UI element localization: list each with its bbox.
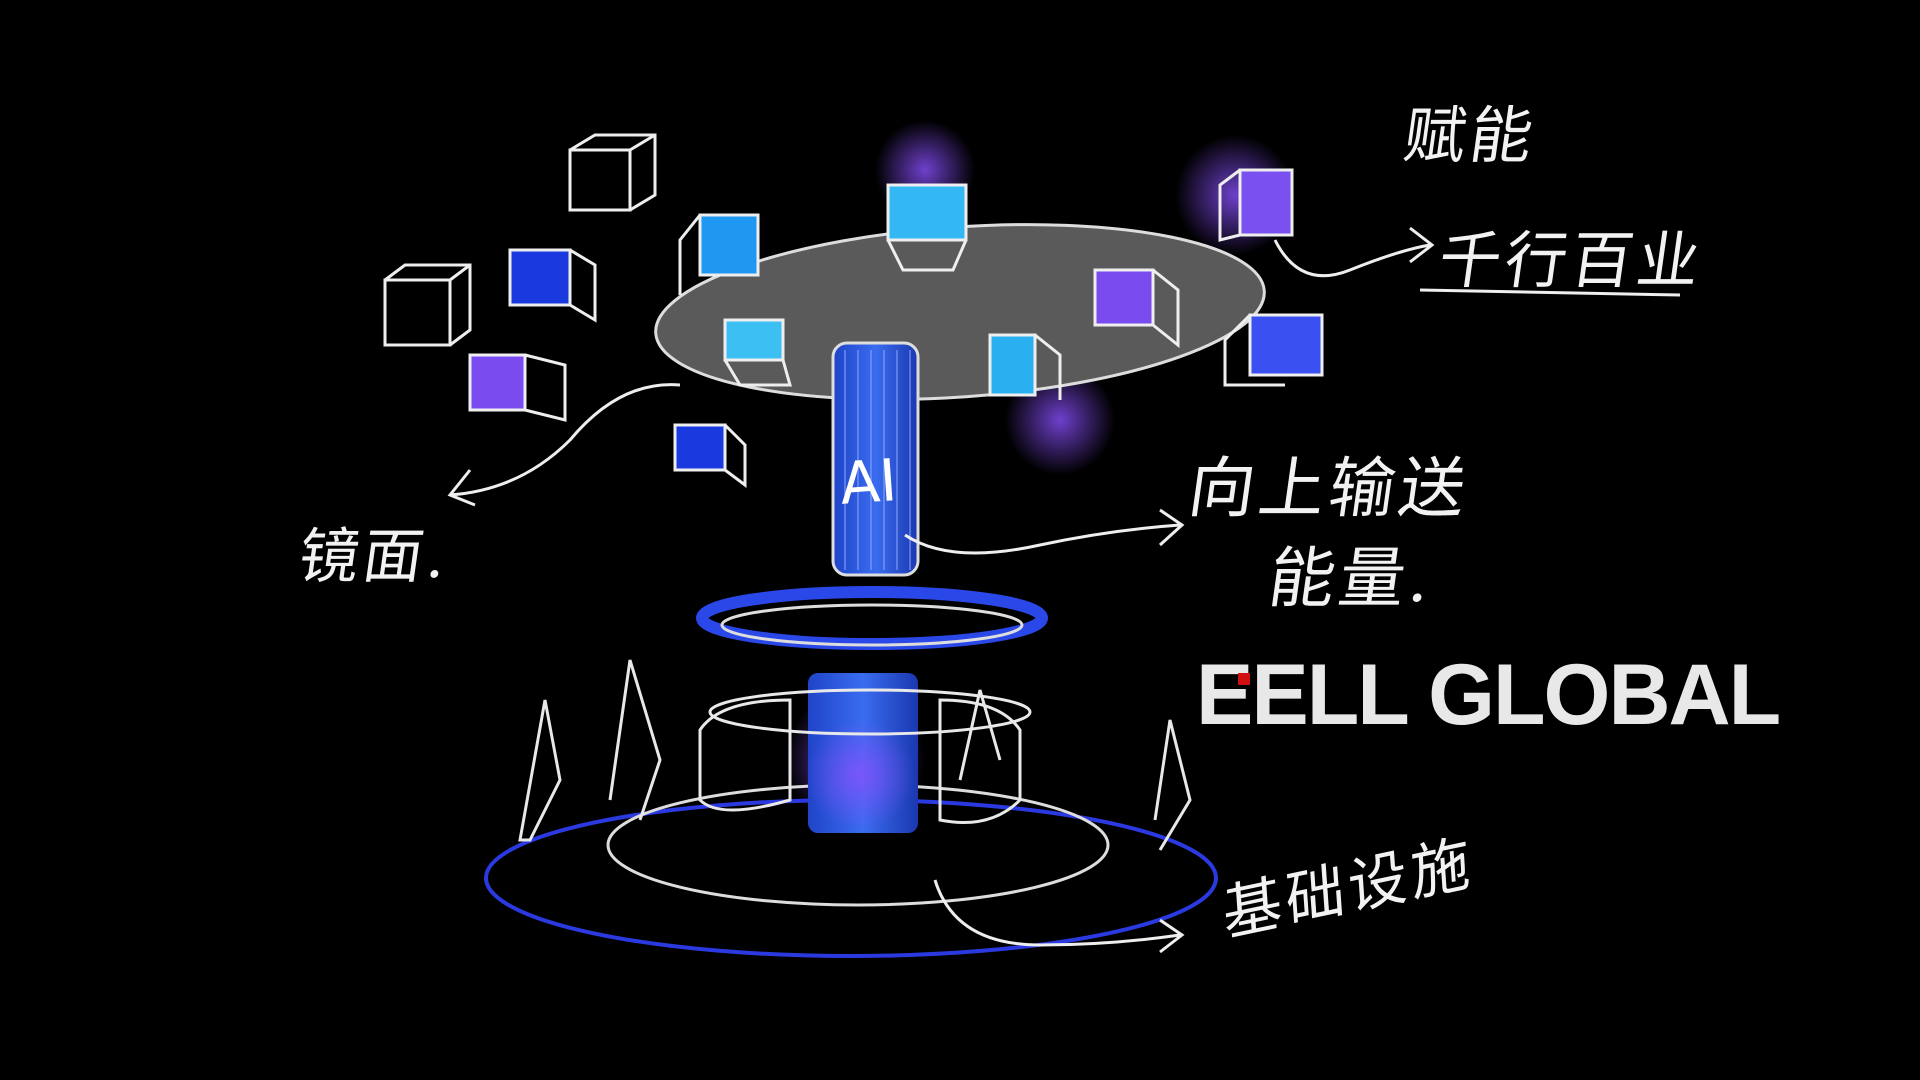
arrow-infrastructure <box>933 879 1185 954</box>
cubes <box>383 133 1324 488</box>
cube-purple <box>468 353 567 422</box>
brand-logo: EELL GLOBAL <box>1196 652 1781 738</box>
cube-cyan <box>886 183 968 272</box>
cube-outline <box>568 133 657 212</box>
ai-pillar-hatching <box>844 350 911 570</box>
annotation-transmit-line1: 向上输送 <box>1183 450 1475 527</box>
cube-blue <box>673 423 747 488</box>
annotation-mirror: 镜面. <box>294 522 456 592</box>
logo-accent-dot <box>1238 673 1250 685</box>
logo-text: EELL GLOBAL <box>1196 647 1781 743</box>
glow <box>805 720 915 830</box>
cube-blue <box>1223 313 1324 387</box>
energy-ring-outline <box>720 603 1024 647</box>
arrow-mirror <box>447 383 681 507</box>
cube-outline <box>383 263 472 347</box>
ai-label: AI <box>837 446 900 518</box>
underline <box>1419 288 1681 297</box>
cube-cyan <box>723 318 792 387</box>
cube-purple <box>1093 268 1180 349</box>
annotation-empower: 赋能 <box>1399 99 1542 172</box>
arrow-industries <box>1273 226 1435 278</box>
cube-cyan <box>988 333 1062 400</box>
cube-purple <box>1218 168 1294 242</box>
annotation-transmit-line2: 能量. <box>1263 540 1440 617</box>
cube-cyan <box>678 213 760 295</box>
arrows <box>447 226 1681 954</box>
cube-blue <box>508 248 597 323</box>
annotation-industries: 千行百业 <box>1434 224 1709 297</box>
base-structures <box>518 659 1192 851</box>
arrow-energy <box>904 508 1185 555</box>
